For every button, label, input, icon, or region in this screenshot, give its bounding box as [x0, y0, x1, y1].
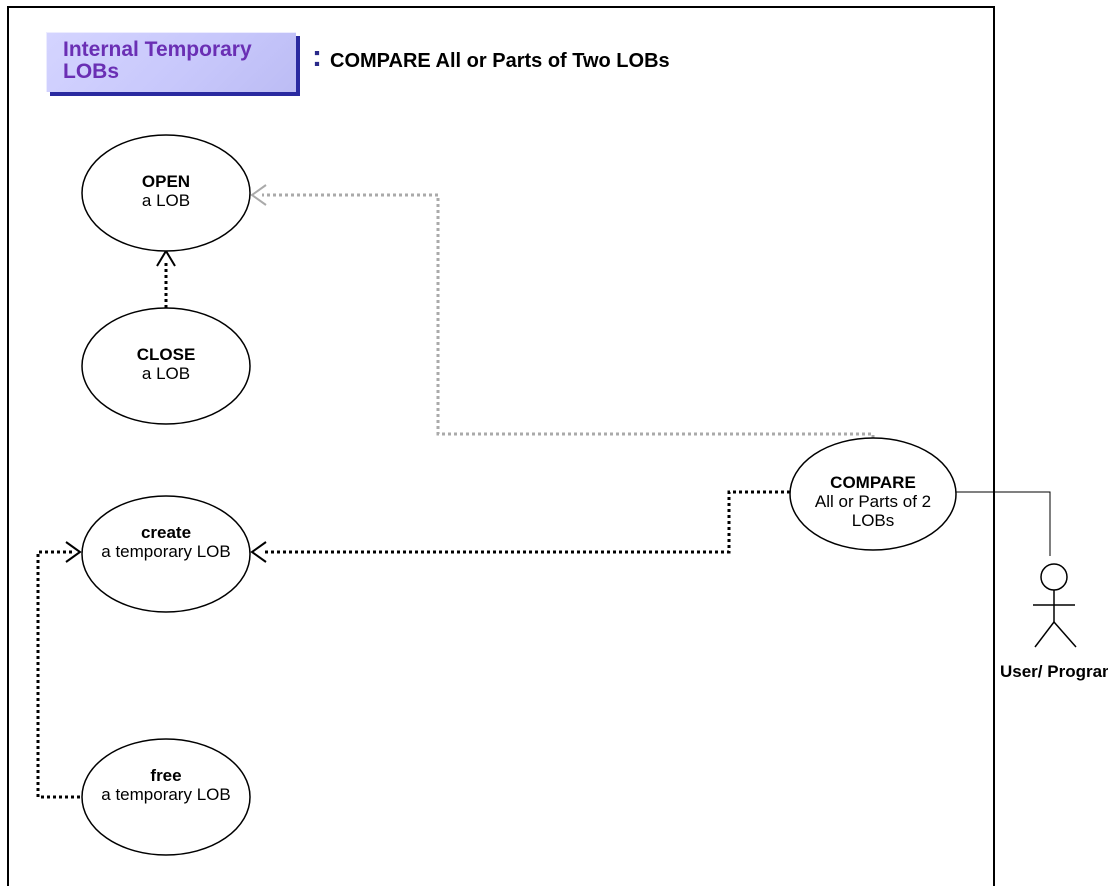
link-free-create: [36, 550, 80, 799]
usecase-close-ellipse: [81, 307, 251, 425]
actor-association: [956, 491, 1051, 556]
user-actor-icon: [1033, 563, 1077, 648]
usecase-free-detail: a temporary LOB: [101, 785, 231, 804]
usecase-open: OPEN a LOB: [96, 172, 236, 210]
usecase-close-name: CLOSE: [136, 345, 196, 364]
usecase-create: create a temporary LOB: [100, 523, 232, 561]
usecase-close: CLOSE a LOB: [96, 345, 236, 383]
link-compare-create: [262, 490, 790, 554]
diagram-frame: [7, 6, 995, 886]
usecase-create-ellipse: [81, 495, 251, 613]
usecase-compare-name: COMPARE: [830, 473, 916, 492]
usecase-compare-ellipse: [789, 437, 957, 551]
actor-label: User/ Program: [1000, 662, 1108, 681]
usecase-open-detail: a LOB: [141, 191, 191, 210]
arrowhead-open: [250, 184, 267, 206]
page-title: COMPARE All or Parts of Two LOBs: [330, 50, 670, 72]
title-colon: :: [312, 40, 322, 73]
usecase-free-name: free: [150, 766, 182, 785]
usecase-free-ellipse: [81, 738, 251, 856]
usecase-close-detail: a LOB: [141, 364, 191, 383]
arrowhead-create-from-free: [65, 541, 82, 563]
usecase-free: free a temporary LOB: [100, 766, 232, 804]
link-compare-open: [262, 193, 875, 438]
usecase-create-name: create: [140, 523, 192, 542]
arrowhead-create: [250, 541, 267, 563]
usecase-compare-detail: All or Parts of 2 LOBs: [814, 492, 932, 530]
usecase-compare: COMPARE All or Parts of 2 LOBs: [806, 473, 940, 530]
section-badge: Internal Temporary LOBs: [46, 32, 296, 92]
usecase-create-detail: a temporary LOB: [101, 542, 231, 561]
usecase-open-ellipse: [81, 134, 251, 252]
usecase-open-name: OPEN: [141, 172, 191, 191]
